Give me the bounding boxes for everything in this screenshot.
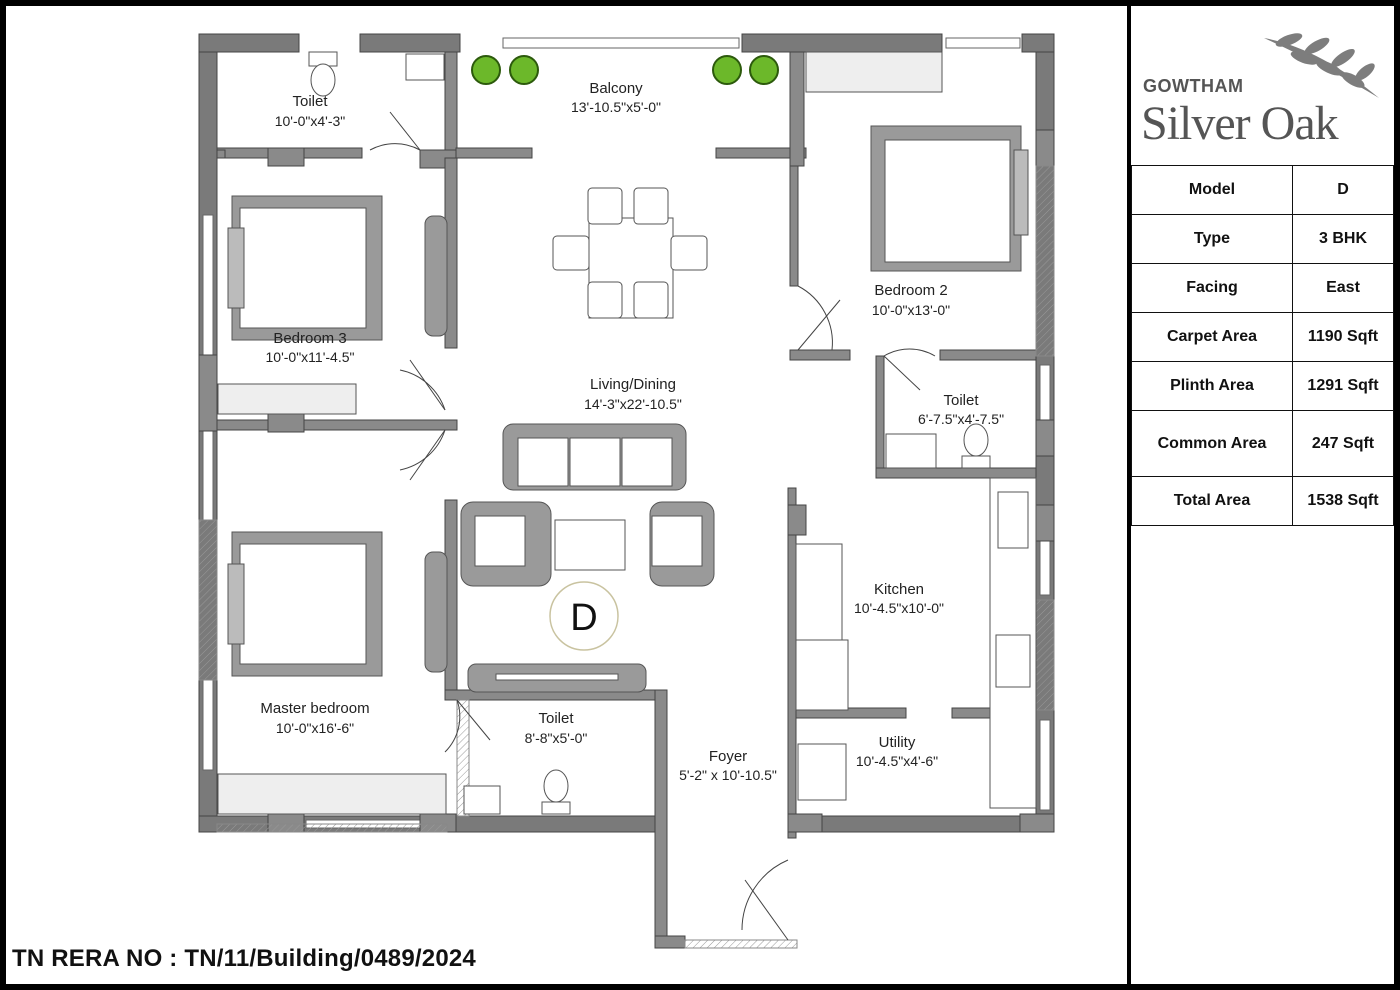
room-dim: 6'-7.5"x4'-7.5"	[918, 411, 1004, 427]
oak-leaf-icon	[1264, 33, 1379, 98]
brand-main: Silver Oak	[1141, 97, 1339, 150]
spec-value: 1291 Sqft	[1292, 361, 1394, 411]
spec-label: Total Area	[1131, 476, 1293, 526]
dining-set	[552, 187, 708, 319]
spec-label: Plinth Area	[1131, 361, 1293, 411]
spec-label: Carpet Area	[1131, 312, 1293, 362]
balcony-plants	[471, 55, 779, 85]
room-name: Toilet	[538, 710, 574, 727]
toilet-fixtures	[308, 51, 991, 815]
room-name: Toilet	[943, 392, 979, 409]
room-name: Balcony	[589, 80, 643, 97]
model-marker-ring	[549, 581, 619, 651]
spec-value: 1538 Sqft	[1292, 476, 1394, 526]
room-name: Bedroom 3	[273, 330, 346, 347]
room-dim: 13'-10.5"x5'-0"	[571, 99, 661, 115]
room-dim: 10'-0"x4'-3"	[275, 113, 346, 129]
doors	[369, 111, 936, 941]
spec-value: 1190 Sqft	[1292, 312, 1394, 362]
room-name: Toilet	[292, 93, 328, 110]
room-name: Utility	[879, 734, 916, 751]
spec-label: Model	[1131, 165, 1293, 215]
room-dim: 10'-0"x16'-6"	[276, 720, 354, 736]
spec-value: 247 Sqft	[1292, 410, 1394, 477]
room-labels: Toilet 10'-0"x4'-3" Balcony 13'-10.5"x5'…	[260, 80, 1004, 783]
room-dim: 10'-4.5"x4'-6"	[856, 753, 938, 769]
spec-label: Type	[1131, 214, 1293, 264]
panel-divider	[1127, 0, 1131, 990]
interior-walls	[198, 51, 1055, 949]
room-name: Kitchen	[874, 581, 924, 598]
room-name: Bedroom 2	[874, 282, 947, 299]
room-dim: 8'-8"x5'-0"	[525, 730, 588, 746]
spec-value: D	[1292, 165, 1394, 215]
room-name: Living/Dining	[590, 376, 676, 393]
room-dim: 14'-3"x22'-10.5"	[584, 396, 682, 412]
spec-label: Common Area	[1131, 410, 1293, 477]
spec-value: East	[1292, 263, 1394, 313]
floor-plan: D Toilet 10'-0"x4'-3" Balcony 13'-10.5"x…	[198, 33, 1055, 949]
beds	[227, 125, 1029, 677]
room-name: Master bedroom	[260, 700, 369, 717]
brand-logo: GOWTHAM Silver Oak	[1131, 6, 1394, 164]
brand-top: GOWTHAM	[1143, 76, 1244, 96]
kitchen-counters	[405, 53, 1037, 815]
room-name: Foyer	[709, 748, 747, 765]
room-dim: 5'-2" x 10'-10.5"	[679, 767, 777, 783]
room-dim: 10'-0"x11'-4.5"	[266, 349, 355, 365]
hatched-walls	[198, 165, 1055, 949]
spec-label: Facing	[1131, 263, 1293, 313]
sofa-set	[424, 215, 715, 693]
wardrobes	[217, 51, 943, 815]
spec-value: 3 BHK	[1292, 214, 1394, 264]
room-dim: 10'-4.5"x10'-0"	[854, 600, 944, 616]
room-dim: 10'-0"x13'-0"	[872, 302, 950, 318]
rera-number: TN RERA NO : TN/11/Building/0489/2024	[12, 945, 476, 972]
model-marker-label: D	[570, 597, 597, 639]
